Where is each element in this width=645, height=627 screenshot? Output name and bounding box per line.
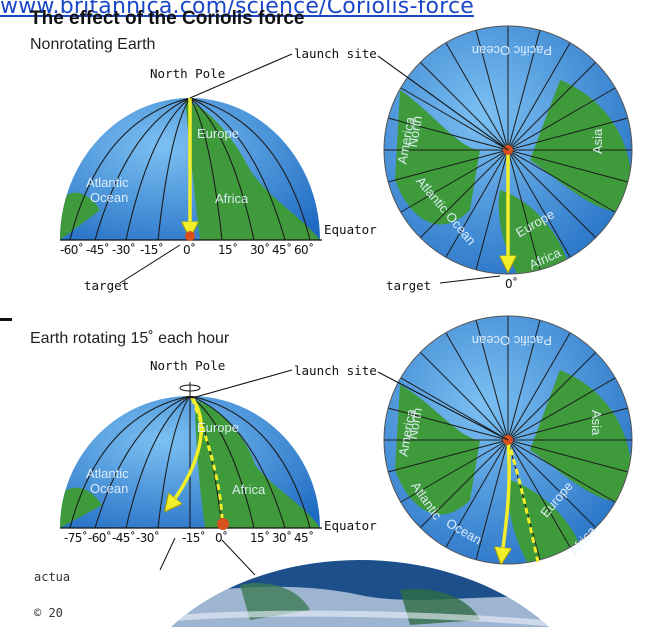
target-label: target [84, 278, 130, 293]
zero-longitude-label: 0˚ [505, 277, 518, 291]
region-atlantic-b2: Atlantic [408, 479, 445, 523]
tick-label: 45˚ [272, 243, 292, 257]
tick-label-b: -75˚ [64, 531, 88, 545]
tick-label: -15˚ [140, 243, 164, 257]
tick-label-b: -45˚ [112, 531, 136, 545]
region-europe: Europe [197, 126, 239, 141]
target-label-right: target [386, 278, 432, 293]
tick-label-b: 15˚ [250, 531, 270, 545]
region-pacific: Pacific Ocean [472, 43, 552, 58]
caption-rotating: Earth rotating 15˚ each hour [30, 330, 230, 347]
source-url-link[interactable]: www.britannica.com/science/Coriolis-forc… [0, 0, 475, 19]
diagram-title: The effect of the Coriolis force [30, 8, 305, 29]
tick-label-b: -30˚ [136, 531, 160, 545]
copyright-notice: © 20 [34, 606, 63, 620]
region-pacific-b: Pacific Ocean [472, 333, 552, 348]
tick-label: -60˚ [60, 243, 84, 257]
caption-nonrotating: Nonrotating Earth [30, 36, 156, 53]
tick-label: -30˚ [112, 243, 136, 257]
actual-path-label: actua [34, 570, 71, 584]
region-ocean: Ocean [90, 190, 128, 205]
region-asia-b: Asia [589, 410, 604, 436]
tick-label-b: 45˚ [294, 531, 314, 545]
equator-label: Equator [324, 222, 377, 237]
tick-label: -45˚ [86, 243, 110, 257]
tick-label-b: -60˚ [88, 531, 112, 545]
region-north: North [405, 114, 425, 148]
margin-dash [0, 318, 12, 321]
equator-label-b: Equator [324, 518, 377, 533]
region-atlantic-b: Atlantic [86, 466, 129, 481]
region-ocean-b: Ocean [90, 481, 128, 496]
tick-label-b: 0˚ [215, 531, 228, 545]
launch-site-label: launch site [294, 46, 377, 61]
launch-site-label-b: launch site [294, 363, 377, 378]
region-africa: Africa [215, 191, 249, 206]
tick-label: 60˚ [294, 243, 314, 257]
region-north-b: North [405, 406, 425, 440]
tick-label-b: 30˚ [272, 531, 292, 545]
region-europe-b: Europe [197, 420, 239, 435]
region-europe-b2: Europe [537, 478, 575, 520]
north-pole-label-b: North Pole [150, 358, 226, 373]
tick-label: 15˚ [218, 243, 238, 257]
region-atlantic-ocean: Atlantic Ocean [413, 173, 479, 247]
region-atlantic: Atlantic [86, 175, 129, 190]
tick-label-b: -15˚ [182, 531, 206, 545]
tick-label: 0˚ [183, 243, 196, 257]
region-africa-b: Africa [232, 482, 266, 497]
region-africa-right: Africa [527, 244, 564, 272]
region-africa-b2: Africa [566, 523, 599, 559]
region-europe-right: Europe [513, 206, 557, 240]
north-pole-label: North Pole [150, 66, 226, 81]
region-asia: Asia [590, 128, 605, 154]
tick-label: 30˚ [250, 243, 270, 257]
region-ocean-b2: Ocean [444, 515, 485, 547]
